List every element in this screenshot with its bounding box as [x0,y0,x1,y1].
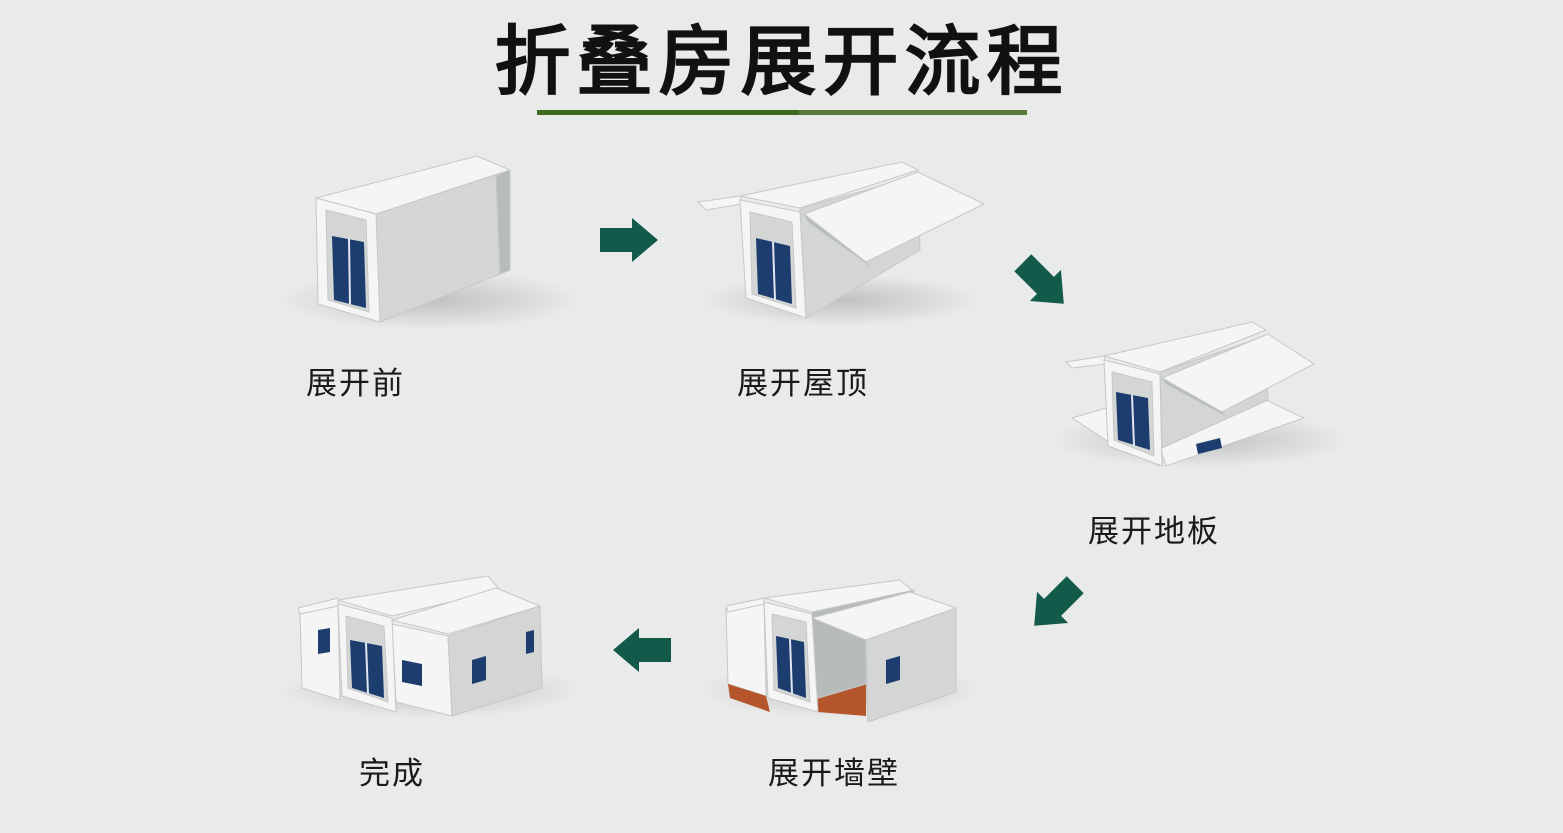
title-underline-left [537,110,799,115]
house-roof-open-illustration [696,161,986,326]
step-label-walls: 展开墙壁 [768,756,900,792]
step-label-roof: 展开屋顶 [737,366,869,402]
step-label-before: 展开前 [306,366,405,402]
house-closed-illustration [280,155,580,330]
house-floor-open-illustration [1050,321,1350,468]
step-label-finished: 完成 [359,756,425,792]
arrow-down-left [1034,576,1084,626]
arrow-right [600,218,658,262]
house-walls-open-illustration [700,579,980,723]
house-finished-illustration [280,575,580,718]
arrow-down-right [1014,254,1064,304]
arrow-left [613,628,671,672]
step-label-floor: 展开地板 [1088,514,1220,550]
page-title: 折叠房展开流程 [494,17,1069,106]
title-underline-right [799,110,1027,115]
